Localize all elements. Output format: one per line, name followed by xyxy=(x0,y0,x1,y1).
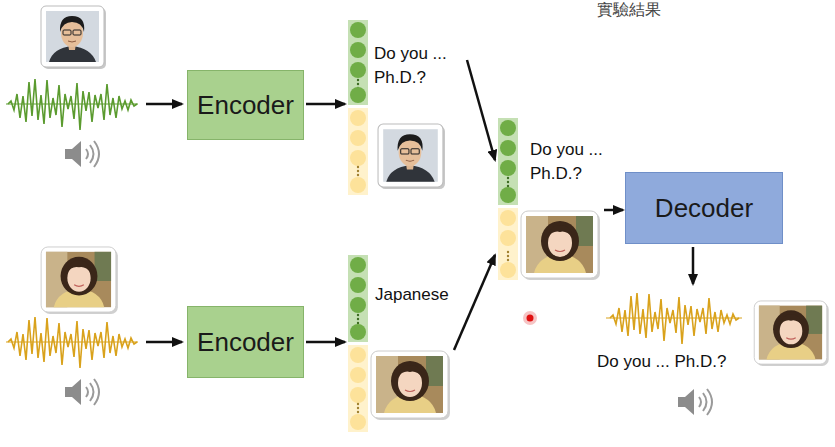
vector-column xyxy=(347,255,369,432)
embedding-vector: Do you ... Ph.D.? xyxy=(347,20,465,195)
vector-label: Do you ... Ph.D.? xyxy=(374,42,464,90)
box-label: Decoder xyxy=(655,193,753,224)
box-label: Encoder xyxy=(197,327,294,358)
slide-title: 實驗結果 xyxy=(597,0,661,19)
vector-column xyxy=(497,118,519,280)
speaker-icon xyxy=(678,389,712,415)
embedding-vector: Japanese xyxy=(347,255,452,432)
waveform xyxy=(610,293,739,344)
speaker-photo xyxy=(378,124,445,189)
vector-label: Japanese xyxy=(375,283,455,307)
output-text: Do you ... Ph.D.? xyxy=(597,352,726,372)
encoder-box: Encoder xyxy=(187,70,304,140)
flow-arrow xyxy=(306,103,345,106)
speaker-photo xyxy=(41,6,106,69)
embedding-vector: Do you ... Ph.D.? xyxy=(497,118,602,280)
speaker-icon xyxy=(65,141,99,167)
speaker-photo xyxy=(41,247,118,314)
vector-column xyxy=(347,20,369,195)
pointer-dot xyxy=(527,315,534,322)
arrow xyxy=(146,103,182,106)
vector-label: Do you ... Ph.D.? xyxy=(530,138,620,186)
speaker-photo xyxy=(371,351,450,420)
pointer-halo xyxy=(523,311,537,325)
arrow xyxy=(146,341,182,344)
flow-arrow xyxy=(306,341,345,344)
speaker-photo xyxy=(754,301,828,366)
speaker-icon xyxy=(65,379,99,405)
waveform xyxy=(8,317,137,368)
decoder-box: Decoder xyxy=(625,172,783,244)
flow-arrow xyxy=(467,60,495,160)
flow-arrow xyxy=(604,209,623,212)
waveform xyxy=(8,79,137,130)
flow-arrow xyxy=(454,255,495,350)
speaker-photo xyxy=(521,211,600,280)
box-label: Encoder xyxy=(197,90,294,121)
arrow xyxy=(692,247,695,284)
encoder-box: Encoder xyxy=(187,306,304,378)
